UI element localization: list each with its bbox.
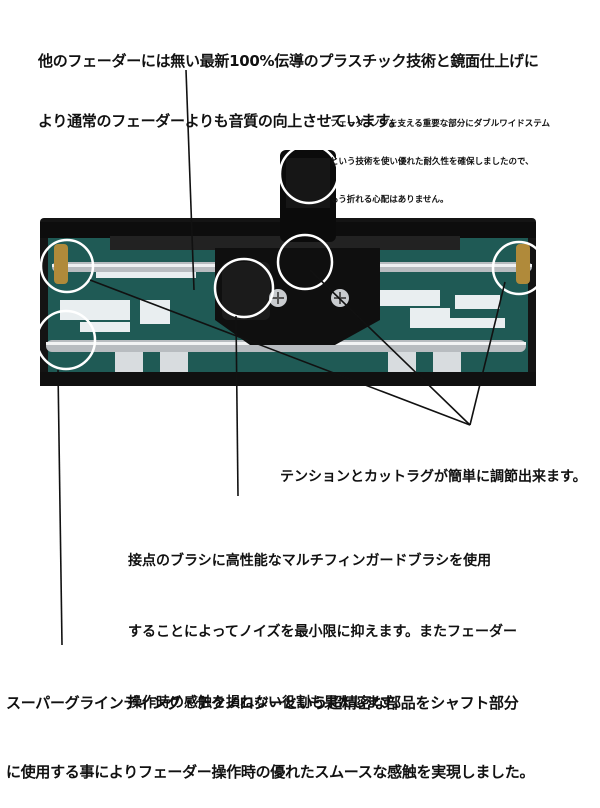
fader-body [40, 150, 536, 386]
caption-plastic-tech: 他のフェーダーには無い最新100%伝導のプラスチック技術と鏡面仕上げに より通常… [38, 10, 539, 152]
caption-line: フェーダーノブを支える重要な部分にダブルワイドステム [330, 118, 550, 129]
caption-line: 接点のブラシに高性能なマルチフィンガードブラシを使用 [128, 552, 492, 569]
leader-lines [57, 69, 506, 646]
caption-line: に使用する事によりフェーダー操作時の優れたスムースな感触を実現しました。 [6, 763, 535, 782]
caption-super-grinding: スーパーグラインディング・テクノロジーという超精密な部品をシャフト部分 に使用す… [6, 645, 534, 808]
crossfader-photo [35, 69, 547, 646]
caption-double-wide-stem: フェーダーノブを支える重要な部分にダブルワイドステム という技術を使い優れた耐久… [330, 92, 550, 220]
caption-line: より通常のフェーダーよりも音質の向上させています。 [38, 112, 404, 131]
caption-tension: テンションとカットラグが簡単に調節出来ます。 [280, 430, 587, 506]
highlight-circles [35, 143, 547, 371]
caption-line: することによってノイズを最小限に抑えます。またフェーダー [128, 623, 518, 640]
caption-line: という技術を使い優れた耐久性を確保しましたので、 [330, 156, 534, 167]
caption-line: スーパーグラインディング・テクノロジーという超精密な部品をシャフト部分 [6, 693, 519, 712]
caption-line: もう折れる心配はありません。 [330, 195, 449, 205]
caption-line: テンションとカットラグが簡単に調節出来ます。 [280, 468, 587, 485]
caption-line: 他のフェーダーには無い最新100%伝導のプラスチック技術と鏡面仕上げに [38, 51, 539, 70]
